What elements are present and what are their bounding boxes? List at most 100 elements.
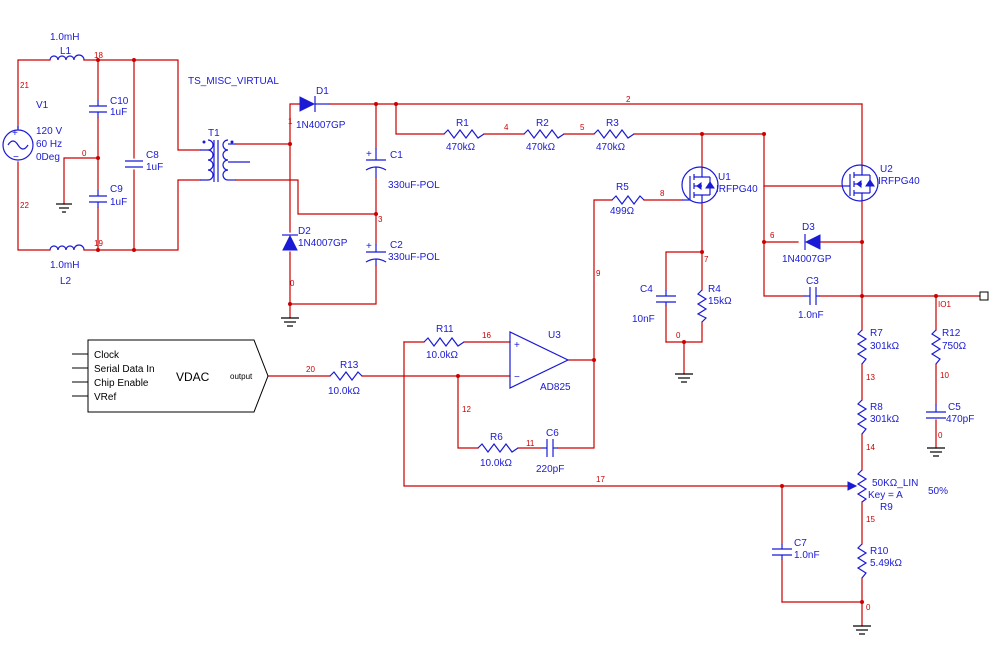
output-terminal-io1[interactable] xyxy=(979,291,989,301)
opamp-u3[interactable]: + − xyxy=(509,331,570,389)
c7-value: 1.0nF xyxy=(794,550,820,561)
vdac-pin-vref: VRef xyxy=(94,392,116,403)
t1-ref: T1 xyxy=(208,128,220,139)
transformer-t1[interactable] xyxy=(200,139,250,182)
r10-value: 5.49kΩ xyxy=(870,558,902,569)
svg-text:19: 19 xyxy=(94,239,103,248)
svg-text:9: 9 xyxy=(596,269,601,278)
d1-ref: D1 xyxy=(316,86,329,97)
v1-voltage: 120 V xyxy=(36,126,62,137)
mosfet-u2[interactable] xyxy=(841,164,879,202)
svg-text:17: 17 xyxy=(596,475,605,484)
r4-ref: R4 xyxy=(708,284,721,295)
capacitor-c2[interactable]: + xyxy=(365,241,387,266)
capacitor-c7[interactable] xyxy=(772,544,792,560)
resistor-r4[interactable] xyxy=(696,289,708,323)
capacitor-c6[interactable] xyxy=(542,439,558,457)
capacitor-c8[interactable] xyxy=(125,160,143,168)
v1-frequency: 60 Hz xyxy=(36,139,62,150)
inductor-l1[interactable] xyxy=(49,54,85,61)
svg-text:+: + xyxy=(12,128,18,139)
vdac-title: VDAC xyxy=(176,370,210,384)
l2-value: 1.0mH xyxy=(50,260,79,271)
d2-value: 1N4007GP xyxy=(298,238,348,249)
resistor-r3[interactable] xyxy=(593,129,635,139)
svg-text:1: 1 xyxy=(288,117,293,126)
r5-ref: R5 xyxy=(616,182,629,193)
r7-value: 301kΩ xyxy=(870,341,900,352)
r9-value: 50KΩ_LIN xyxy=(872,478,918,489)
resistor-r13[interactable] xyxy=(329,371,363,381)
svg-text:11: 11 xyxy=(526,439,535,448)
r11-ref: R11 xyxy=(436,324,454,335)
c10-ref: C10 xyxy=(110,96,129,107)
svg-text:0: 0 xyxy=(866,603,871,612)
l1-value: 1.0mH xyxy=(50,32,79,43)
resistor-r2[interactable] xyxy=(523,129,565,139)
svg-text:10: 10 xyxy=(940,371,949,380)
r4-value: 15kΩ xyxy=(708,296,732,307)
capacitor-c10[interactable] xyxy=(89,100,107,118)
vdac-labels: Clock Serial Data In Chip Enable VRef VD… xyxy=(94,350,253,403)
resistor-r5[interactable] xyxy=(611,195,645,205)
mosfet-u1[interactable] xyxy=(681,166,719,204)
diode-d3[interactable] xyxy=(804,234,821,250)
vdac-block[interactable] xyxy=(72,339,269,413)
svg-text:7: 7 xyxy=(704,255,709,264)
resistor-r1[interactable] xyxy=(443,129,485,139)
svg-text:3: 3 xyxy=(378,215,383,224)
svg-text:12: 12 xyxy=(462,405,471,414)
r6-ref: R6 xyxy=(490,432,503,443)
c8-value: 1uF xyxy=(146,162,163,173)
l2-ref: L2 xyxy=(60,276,72,287)
ground-symbol xyxy=(853,625,871,635)
c2-ref: C2 xyxy=(390,240,403,251)
u3-value: AD825 xyxy=(540,382,571,393)
resistor-r12[interactable] xyxy=(930,329,942,365)
vdac-pin-serial-data: Serial Data In xyxy=(94,364,155,375)
d3-value: 1N4007GP xyxy=(782,254,832,265)
potentiometer-r9[interactable] xyxy=(847,469,868,503)
c5-value: 470pF xyxy=(946,414,974,425)
v1-phase: 0Deg xyxy=(36,152,60,163)
c4-ref: C4 xyxy=(640,284,653,295)
v1-ac-source[interactable]: + − xyxy=(2,126,34,163)
capacitor-c9[interactable] xyxy=(89,190,107,208)
u1-ref: U1 xyxy=(718,172,731,183)
r7-ref: R7 xyxy=(870,328,883,339)
svg-text:8: 8 xyxy=(660,189,665,198)
inductor-l2[interactable] xyxy=(49,244,85,251)
resistor-r10[interactable] xyxy=(856,543,868,579)
c2-value: 330uF-POL xyxy=(388,252,440,263)
ground-symbol xyxy=(281,317,299,327)
capacitor-c5[interactable] xyxy=(926,404,946,419)
c3-value: 1.0nF xyxy=(798,310,824,321)
t1-model: TS_MISC_VIRTUAL xyxy=(188,76,279,87)
ground-symbol xyxy=(56,203,72,213)
resistor-r6[interactable] xyxy=(477,443,519,453)
svg-text:IO1: IO1 xyxy=(938,300,951,309)
resistor-r8[interactable] xyxy=(856,399,868,435)
component-labels: 1.0mH L1 1.0mH L2 V1 120 V 60 Hz 0Deg C1… xyxy=(36,32,974,569)
capacitor-c1[interactable]: + xyxy=(365,148,387,178)
resistor-r11[interactable] xyxy=(423,337,465,347)
r5-value: 499Ω xyxy=(610,206,635,217)
capacitor-c3[interactable] xyxy=(804,287,820,305)
diode-d1[interactable] xyxy=(299,96,330,112)
svg-text:18: 18 xyxy=(94,51,103,60)
svg-text:0: 0 xyxy=(676,331,681,340)
r12-value: 750Ω xyxy=(942,341,967,352)
d3-ref: D3 xyxy=(802,222,815,233)
l1-ref: L1 xyxy=(60,46,72,57)
capacitor-c4[interactable] xyxy=(656,290,676,306)
c1-ref: C1 xyxy=(390,150,403,161)
svg-text:0: 0 xyxy=(938,431,943,440)
svg-text:22: 22 xyxy=(20,201,29,210)
r6-value: 10.0kΩ xyxy=(480,458,512,469)
resistor-r7[interactable] xyxy=(856,329,868,365)
c10-value: 1uF xyxy=(110,107,127,118)
diode-d2[interactable] xyxy=(282,234,298,251)
u1-value: IRFPG40 xyxy=(716,184,758,195)
r8-value: 301kΩ xyxy=(870,414,900,425)
